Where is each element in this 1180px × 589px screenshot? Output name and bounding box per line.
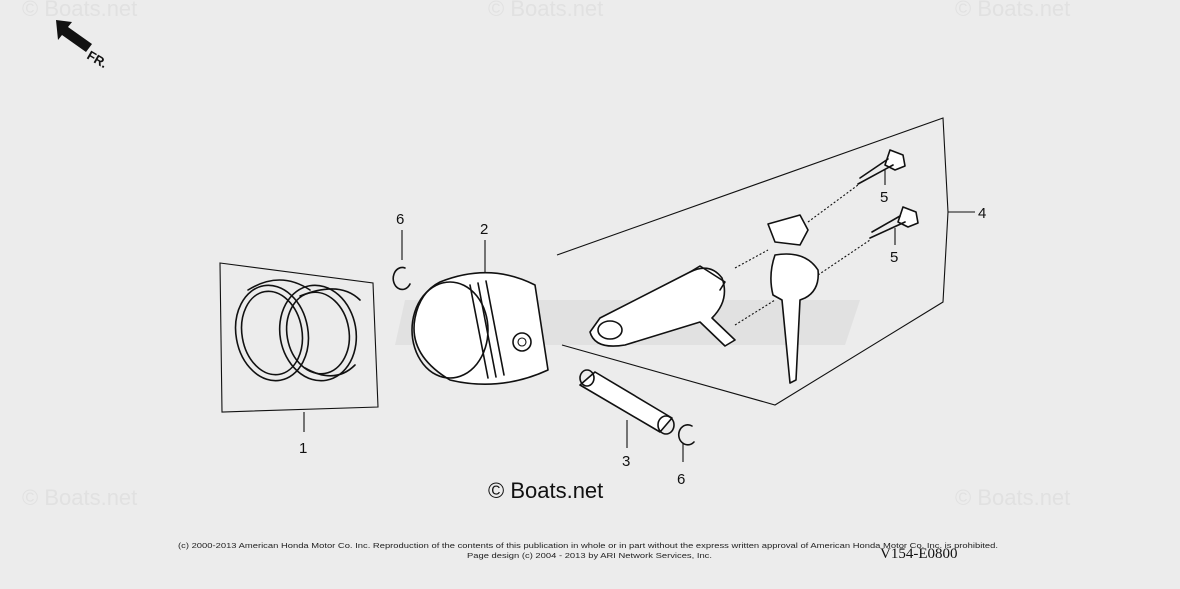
alignment-lines [734,184,871,326]
center-watermark: © Boats.net [488,478,603,503]
svg-text:FR.: FR. [85,48,111,71]
ref-number-4: 4 [978,205,986,222]
front-arrow-icon: FR. [56,20,110,71]
piston-pin-clip-upper-part[interactable] [392,266,411,291]
copyright-line-2: Page design (c) 2004 - 2013 by ARI Netwo… [467,551,712,560]
copyright-line-1: (c) 2000-2013 American Honda Motor Co. I… [178,541,998,550]
piston-ring-set-part[interactable] [219,262,379,413]
piston-pin-part[interactable] [579,369,675,435]
watermark-bottom-left: © Boats.net [22,485,137,510]
watermark-bottom-right: © Boats.net [955,485,1070,510]
ref-number-5-lower: 5 [890,249,898,266]
rod-cap-part[interactable] [767,214,820,384]
ref-number-3: 3 [622,453,630,470]
watermark-top-center: © Boats.net [488,0,603,21]
assembly-bracket-4 [556,117,949,406]
ref-number-1: 1 [299,440,307,457]
connecting-rod-part[interactable] [589,265,736,347]
ref-number-6-upper: 6 [396,211,404,228]
diagram-code: V154-E0800 [880,546,958,562]
rod-bolt-upper-part[interactable] [857,149,906,185]
piston-part[interactable] [411,271,549,386]
watermark-top-right: © Boats.net [955,0,1070,21]
ref-number-2: 2 [480,221,488,238]
piston-pin-clip-lower-part[interactable] [677,424,695,446]
ref-number-5-upper: 5 [880,189,888,206]
rod-bolt-lower-part[interactable] [869,206,919,239]
ref-number-6-lower: 6 [677,471,685,488]
watermark-top-left: © Boats.net [22,0,137,21]
